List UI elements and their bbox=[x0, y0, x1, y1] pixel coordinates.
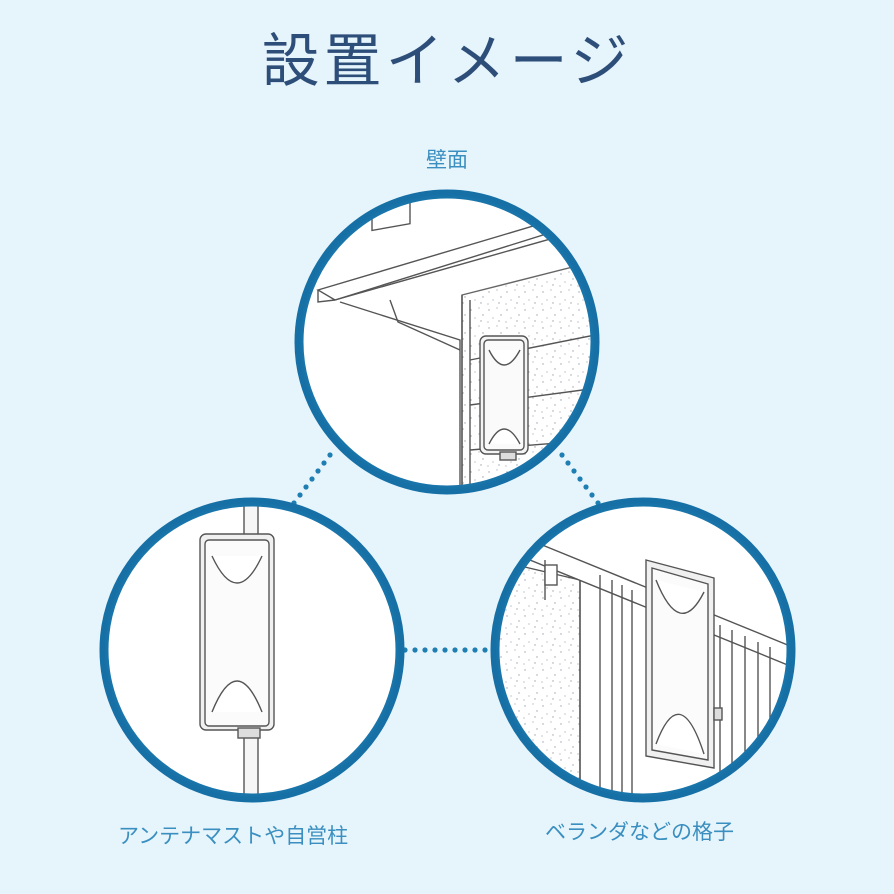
connector-bottom bbox=[402, 647, 488, 653]
connector-top-right bbox=[559, 452, 601, 506]
antenna-on-railing-illustration bbox=[490, 497, 796, 803]
veranda-label: ベランダなどの格子 bbox=[545, 820, 734, 844]
connector-top-left bbox=[291, 452, 333, 506]
wall-label: 壁面 bbox=[426, 148, 468, 172]
mast-label: アンテナマストや自営柱 bbox=[118, 824, 349, 848]
page-title: 設置イメージ bbox=[261, 27, 633, 95]
antenna-panel-icon bbox=[479, 335, 529, 461]
antenna-panel-icon bbox=[199, 533, 275, 739]
antenna-panel-icon bbox=[645, 559, 723, 769]
antenna-on-mast-illustration bbox=[99, 497, 405, 803]
dotted-connectors bbox=[291, 452, 601, 653]
